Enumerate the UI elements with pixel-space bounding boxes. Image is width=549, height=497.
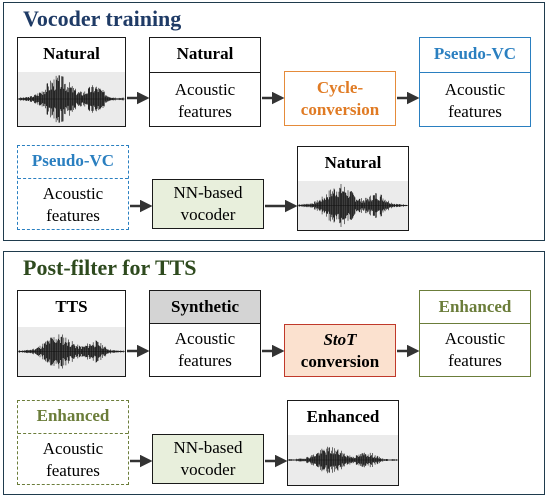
acoustic-features-line1: Acoustic (42, 184, 104, 203)
process-line1: StoT (323, 329, 357, 349)
acoustic-features-line1: Acoustic (444, 329, 506, 348)
waveform-graphic (288, 446, 398, 474)
process-line1: NN-based (173, 183, 243, 202)
acoustic-features-header: Synthetic (150, 291, 260, 323)
header-divider (420, 323, 530, 324)
acoustic-features-header: Natural (176, 44, 234, 63)
stot-conversion-block: StoT conversion (284, 324, 396, 377)
waveform-label: Natural (43, 44, 100, 63)
natural-waveform-box: Natural (17, 37, 126, 127)
nn-vocoder-block: NN-based vocoder (152, 434, 264, 484)
process-line2: vocoder (180, 460, 236, 479)
panel-title: Post-filter for TTS (23, 255, 197, 280)
enhanced-acoustic-features-box: Enhanced Acoustic features (419, 290, 531, 377)
acoustic-features-header: Pseudo-VC (31, 151, 115, 170)
post-filter-panel: Post-filter for TTS (3, 251, 545, 495)
enhanced-dashed-features-box: Enhanced Acoustic features (17, 400, 129, 485)
waveform-plot (288, 435, 398, 485)
natural-acoustic-features-box: Natural Acoustic features (149, 37, 261, 127)
header-divider (18, 433, 128, 434)
waveform-plot (18, 327, 125, 376)
acoustic-features-header: Pseudo-VC (433, 44, 517, 63)
synthetic-acoustic-features-box: Synthetic Acoustic features (149, 290, 261, 377)
acoustic-features-line2: features (178, 102, 232, 121)
pseudo-vc-acoustic-features-box: Pseudo-VC Acoustic features (419, 37, 531, 127)
waveform-label: Enhanced (306, 407, 380, 426)
panel-title: Vocoder training (23, 6, 182, 31)
waveform-graphic (18, 334, 125, 369)
process-line1: Cycle- (316, 77, 364, 97)
natural-output-waveform-box: Natural (297, 146, 409, 231)
header-divider (18, 178, 128, 179)
nn-vocoder-block: NN-based vocoder (152, 179, 264, 229)
process-line2: conversion (300, 99, 380, 119)
process-line1: NN-based (173, 438, 243, 457)
acoustic-features-line2: features (178, 351, 232, 370)
header-divider (150, 72, 260, 73)
acoustic-features-line1: Acoustic (174, 80, 236, 99)
waveform-graphic (18, 75, 125, 123)
header-divider (150, 323, 260, 324)
waveform-label: Natural (324, 153, 382, 172)
vocoder-training-panel: Vocoder training (3, 2, 545, 241)
enhanced-output-waveform-box: Enhanced (287, 400, 399, 486)
tts-waveform-box: TTS (17, 290, 126, 377)
acoustic-features-header: Enhanced (36, 406, 110, 425)
acoustic-features-line2: features (448, 351, 502, 370)
pseudo-vc-dashed-features-box: Pseudo-VC Acoustic features (17, 145, 129, 230)
process-line2: conversion (300, 351, 380, 371)
cycle-conversion-block: Cycle- conversion (284, 71, 396, 126)
acoustic-features-line2: features (46, 461, 100, 480)
acoustic-features-line2: features (448, 102, 502, 121)
header-divider (420, 72, 530, 73)
acoustic-features-line1: Acoustic (42, 439, 104, 458)
waveform-graphic (298, 183, 408, 228)
acoustic-features-header: Enhanced (438, 297, 512, 316)
acoustic-features-line1: Acoustic (174, 329, 236, 348)
acoustic-features-line1: Acoustic (444, 80, 506, 99)
waveform-label: TTS (55, 297, 88, 316)
acoustic-features-line2: features (46, 206, 100, 225)
waveform-plot (298, 181, 408, 230)
process-line2: vocoder (180, 205, 236, 224)
waveform-plot (18, 72, 125, 126)
